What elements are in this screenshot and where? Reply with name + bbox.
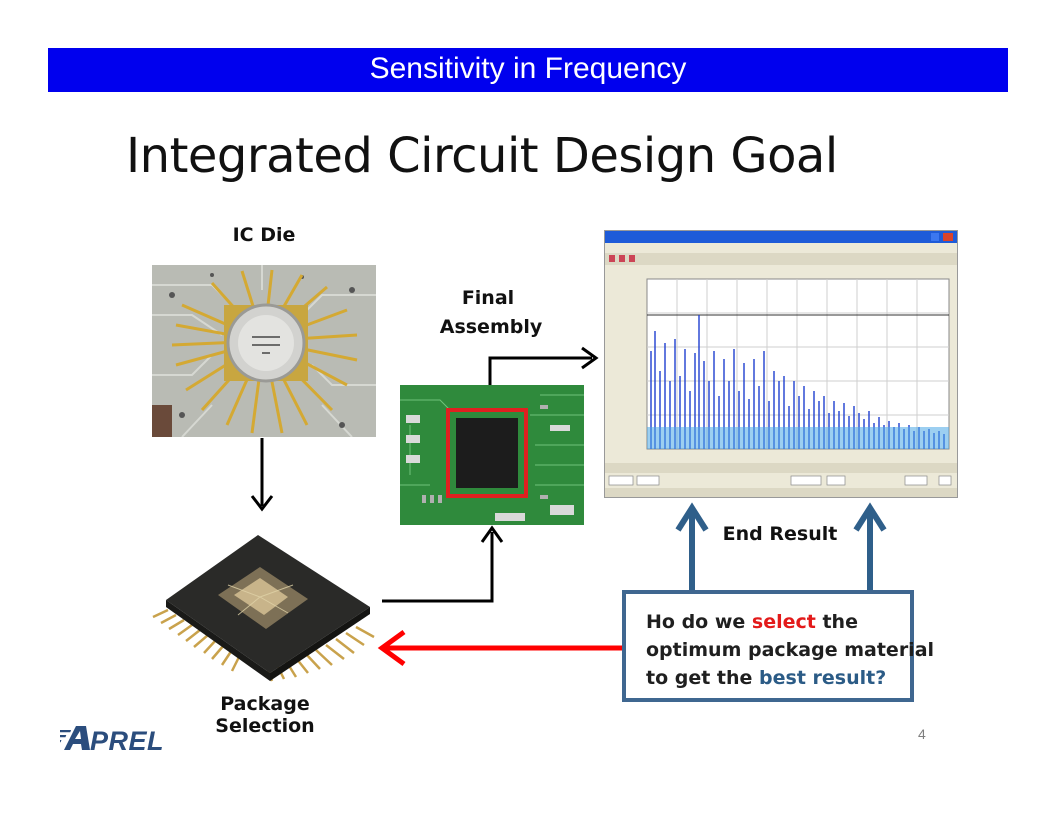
header-banner: Sensitivity in Frequency: [48, 48, 1008, 92]
highlight-select: select: [751, 611, 816, 633]
question-box: Ho do we select the optimum package mate…: [622, 590, 935, 702]
final-assembly-label-line2: Assembly: [439, 316, 543, 338]
spectrum-analyzer-screenshot: [604, 230, 958, 498]
logo-text: PREL: [90, 726, 164, 754]
arrow-assembly-to-result: [488, 356, 592, 385]
question-line-1: Ho do we select the: [646, 611, 858, 633]
highlight-best-result: best result?: [759, 667, 887, 689]
package-selection-label: Package Selection: [215, 693, 315, 737]
end-result-label: End Result: [722, 523, 838, 545]
final-assembly-label-line1: Final: [461, 287, 515, 309]
final-assembly-pcb-image: [400, 385, 584, 525]
package-chip-image: [148, 515, 382, 687]
arrow-package-to-assembly: [382, 532, 494, 603]
banner-title: Sensitivity in Frequency: [369, 52, 687, 85]
page-number: 4: [918, 726, 926, 742]
slide-title: Integrated Circuit Design Goal: [126, 128, 838, 184]
ic-die-image: [152, 265, 376, 437]
question-line-3: to get the best result?: [646, 667, 887, 689]
aprel-logo: PREL: [50, 722, 190, 759]
question-line-2: optimum package material: [646, 639, 935, 661]
ic-die-label: IC Die: [232, 224, 296, 246]
